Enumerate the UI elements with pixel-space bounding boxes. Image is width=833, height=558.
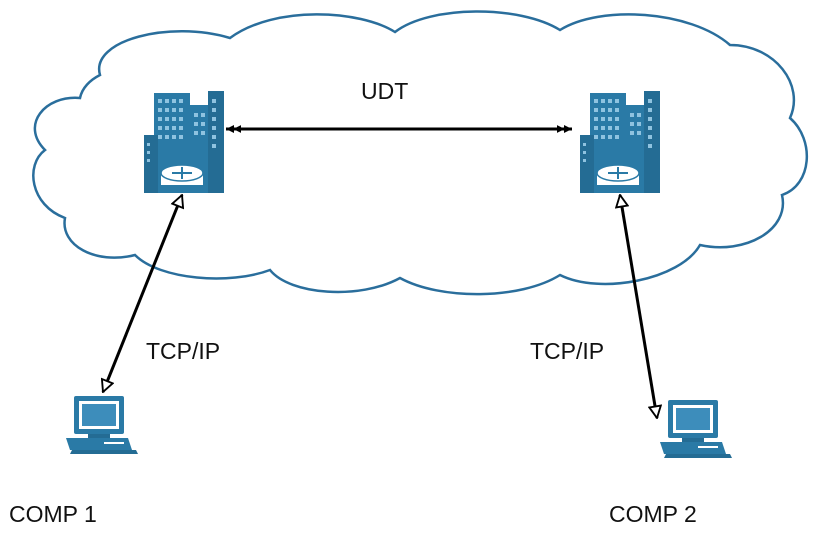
- building-router-icon: [144, 91, 224, 193]
- right-tcpip-label: TCP/IP: [530, 338, 605, 364]
- udt-label: UDT: [361, 78, 409, 104]
- router-icon: [596, 164, 640, 193]
- desktop-computer-icon: [660, 400, 732, 458]
- cloud-icon: [32, 10, 809, 296]
- comp-1-label: COMP 1: [9, 501, 97, 527]
- desktop-computer-icon: [66, 396, 138, 454]
- right-tcpip-link-arrow: [620, 195, 657, 418]
- router-icon: [160, 164, 204, 193]
- building-router-icon: [580, 91, 660, 193]
- left-tcpip-link-arrow: [103, 195, 182, 392]
- comp-2-label: COMP 2: [609, 501, 697, 527]
- left-tcpip-label: TCP/IP: [146, 338, 221, 364]
